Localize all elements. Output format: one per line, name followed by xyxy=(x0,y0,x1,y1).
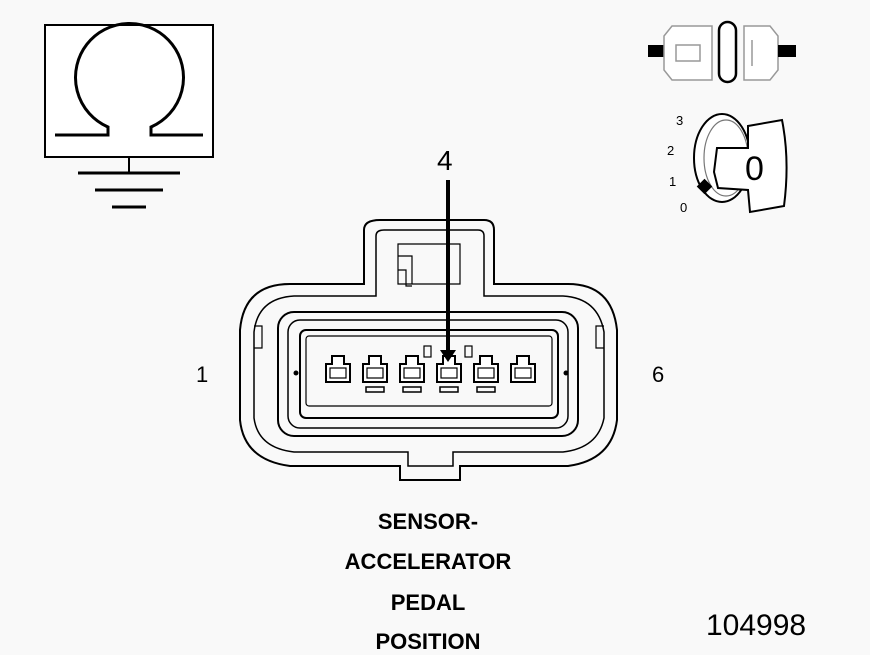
title-line-2: ACCELERATOR xyxy=(344,549,512,574)
pin-terminal-5 xyxy=(473,355,499,393)
title-line-3: PEDAL xyxy=(390,590,466,615)
connector-face xyxy=(239,219,618,481)
ohmmeter-icon xyxy=(44,22,214,172)
ignition-switch-icon xyxy=(693,113,788,214)
pin-terminal-2 xyxy=(362,355,388,393)
connector-pins xyxy=(325,355,536,393)
ignition-position-3: 3 xyxy=(676,113,684,128)
ignition-position-2: 2 xyxy=(667,143,675,158)
callout-arrow xyxy=(440,180,456,362)
ignition-key-letter: 0 xyxy=(745,150,764,188)
ignition-pointer-icon xyxy=(696,178,713,195)
ignition-position-1: 1 xyxy=(669,174,677,189)
pin-label-left: 1 xyxy=(196,362,209,387)
pin-terminal-6 xyxy=(510,355,536,383)
pin-terminal-4 xyxy=(436,355,462,393)
ground-icon xyxy=(78,171,180,209)
pin-terminal-3 xyxy=(399,355,425,393)
callout-pin-number: 4 xyxy=(437,145,453,176)
title-line-1: SENSOR- xyxy=(377,509,479,534)
title-line-4: POSITION xyxy=(375,629,481,654)
connector-disconnected-icon xyxy=(648,20,796,84)
ignition-position-0: 0 xyxy=(680,200,688,215)
pin-label-right: 6 xyxy=(652,362,665,387)
pin-terminal-1 xyxy=(325,355,351,383)
document-id: 104998 xyxy=(706,609,807,642)
